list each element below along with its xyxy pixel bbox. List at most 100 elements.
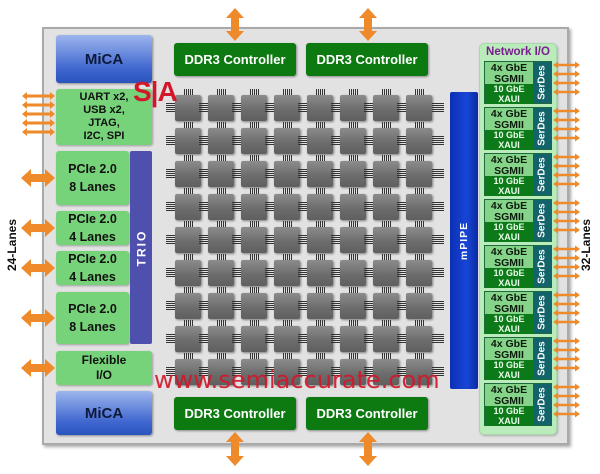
tile-pins-left <box>331 136 340 146</box>
mpipe-label: mPIPE <box>458 221 471 260</box>
misc-io-line: JTAG, <box>88 117 120 129</box>
tile-pins-left <box>364 334 373 344</box>
tile-pins-top <box>415 122 425 128</box>
processor-tile <box>274 95 300 121</box>
tile-pins-left <box>331 301 340 311</box>
processor-tile <box>307 260 333 286</box>
tile-pins-top <box>382 89 392 95</box>
tile-pins-left <box>265 334 274 344</box>
processor-tile <box>406 128 432 154</box>
processor-tile <box>307 293 333 319</box>
pcie-lanes: 4 Lanes <box>69 270 116 284</box>
tile-pins-top <box>217 122 227 128</box>
processor-tile <box>373 161 399 187</box>
tile-pins-left <box>331 268 340 278</box>
processor-tile <box>274 128 300 154</box>
ddr3-controller-top-left: DDR3 Controller <box>174 43 296 76</box>
tile-pins-top <box>382 287 392 293</box>
tile-pins-left <box>331 202 340 212</box>
tile-pins-left <box>166 235 175 245</box>
serdes-label: SerDes <box>537 65 548 100</box>
tile-pins-left <box>265 202 274 212</box>
xaui-label: XAUI <box>498 278 520 288</box>
processor-tile <box>340 161 366 187</box>
serdes-section: SerDes <box>533 338 552 379</box>
tile-pins-top <box>217 254 227 260</box>
tile-pins-left <box>166 103 175 113</box>
serdes-section: SerDes <box>533 62 552 103</box>
tile-pins-top <box>316 254 326 260</box>
tile-pins-top <box>415 320 425 326</box>
misc-io-block: UART x2, USB x2, JTAG, I2C, SPI <box>56 89 152 145</box>
ddr3-label: DDR3 Controller <box>184 406 286 421</box>
processor-tile <box>175 326 201 352</box>
processor-tile <box>406 326 432 352</box>
tile-pins-left <box>199 169 208 179</box>
tile-pins-left <box>166 367 175 377</box>
tile-pins-left <box>199 301 208 311</box>
tile-pins-top <box>349 353 359 359</box>
tile-pins-top <box>184 287 194 293</box>
processor-tile <box>208 95 234 121</box>
processor-tile <box>241 326 267 352</box>
processor-tile <box>274 326 300 352</box>
tile-pins-left <box>232 169 241 179</box>
tile-pins-left <box>232 136 241 146</box>
tile-pins-top <box>382 122 392 128</box>
tile-pins-left <box>298 235 307 245</box>
misc-io-line: I2C, SPI <box>83 130 125 142</box>
tile-pins-top <box>382 320 392 326</box>
serdes-label: SerDes <box>537 341 548 376</box>
flexible-io-label: I/O <box>95 368 112 382</box>
tile-pins-top <box>184 221 194 227</box>
processor-tile <box>373 95 399 121</box>
tile-pins-top <box>184 188 194 194</box>
xaui-speed-label: 10 GbE <box>493 130 525 140</box>
tile-pins-top <box>316 320 326 326</box>
processor-tile <box>175 260 201 286</box>
tile-pins-right <box>432 367 444 377</box>
tile-pins-left <box>364 202 373 212</box>
gbe-label: 4x GbE <box>490 384 528 396</box>
tile-pins-top <box>217 353 227 359</box>
tile-pins-top <box>349 155 359 161</box>
processor-tile <box>373 359 399 385</box>
sgmii-label: SGMII <box>494 303 524 315</box>
tile-pins-top <box>217 155 227 161</box>
tile-pins-top <box>184 254 194 260</box>
tile-pins-left <box>199 268 208 278</box>
tile-pins-left <box>364 367 373 377</box>
processor-tile <box>175 227 201 253</box>
serdes-label: SerDes <box>537 387 548 422</box>
serdes-section: SerDes <box>533 292 552 333</box>
tile-pins-left <box>331 103 340 113</box>
tile-pins-right <box>432 301 444 311</box>
processor-tile <box>340 227 366 253</box>
tile-pins-left <box>397 268 406 278</box>
processor-tile <box>373 128 399 154</box>
tile-pins-top <box>250 122 260 128</box>
processor-tile <box>373 293 399 319</box>
processor-tile <box>373 194 399 220</box>
tile-pins-left <box>166 202 175 212</box>
processor-tile <box>373 326 399 352</box>
tile-pins-left <box>232 268 241 278</box>
processor-tile <box>208 227 234 253</box>
tile-pins-left <box>265 169 274 179</box>
xaui-label: XAUI <box>498 370 520 380</box>
